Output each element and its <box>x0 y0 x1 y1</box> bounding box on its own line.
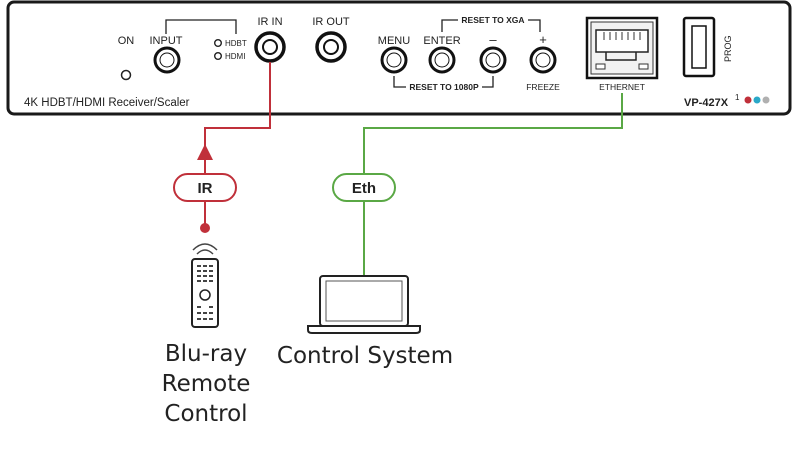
ir-arrow-icon <box>197 144 213 160</box>
reset-xga-label-bg <box>458 13 528 25</box>
remote-caption-line2: Remote <box>162 371 251 397</box>
brand-dot-grey <box>762 96 770 104</box>
plus-button-inner <box>535 52 551 68</box>
menu-button-inner <box>386 52 402 68</box>
hdbt-label: HDBT <box>225 39 247 48</box>
reset-1080p-label-bg <box>406 80 482 92</box>
minus-label: – <box>489 32 497 47</box>
control-system-caption: Control System <box>277 343 453 369</box>
enter-label: ENTER <box>423 35 460 47</box>
hdmi-led <box>213 52 222 61</box>
prog-label: PROG <box>723 35 733 62</box>
ir-label: IR <box>198 180 213 197</box>
ir-out-port-inner <box>323 39 339 55</box>
menu-button[interactable] <box>380 46 408 74</box>
ir-label-pill <box>173 173 237 202</box>
eth-label-pill <box>332 173 396 202</box>
freeze-label: FREEZE <box>526 82 560 92</box>
ethernet-label: ETHERNET <box>599 82 645 92</box>
ir-in-label: IR IN <box>257 16 282 28</box>
enter-button-inner <box>434 52 450 68</box>
reset-xga-label: RESET TO XGA <box>461 15 524 25</box>
remote-control-icon <box>191 243 219 328</box>
input-button[interactable] <box>153 46 181 74</box>
model-superscript: 1 <box>735 93 740 102</box>
laptop-icon <box>307 275 421 334</box>
on-led <box>120 69 132 81</box>
hdbt-led <box>213 39 222 48</box>
model-name: VP-427X <box>684 97 729 109</box>
brand-dot-cyan <box>753 96 761 104</box>
minus-button[interactable] <box>479 46 507 74</box>
plus-button[interactable] <box>529 46 557 74</box>
on-label: ON <box>118 35 135 47</box>
ir-in-port-inner <box>262 39 278 55</box>
reset-1080p-label: RESET TO 1080P <box>409 82 479 92</box>
ir-cable-end <box>200 223 210 233</box>
minus-button-inner <box>485 52 501 68</box>
input-button-inner <box>159 52 175 68</box>
device-description: 4K HDBT/HDMI Receiver/Scaler <box>24 97 190 109</box>
prog-usb-port[interactable] <box>682 16 716 78</box>
brand-dot-red <box>744 96 752 104</box>
plus-label: + <box>539 32 547 47</box>
ir-out-label: IR OUT <box>312 16 350 28</box>
ethernet-cable <box>363 93 623 276</box>
ethernet-port[interactable] <box>585 16 659 80</box>
input-label: INPUT <box>150 35 183 47</box>
enter-button[interactable] <box>428 46 456 74</box>
menu-label: MENU <box>378 35 410 47</box>
remote-caption-line1: Blu-ray <box>165 341 247 367</box>
device-front-panel: ON INPUT HDBT HDMI IR IN IR OUT RESET TO… <box>6 0 792 116</box>
remote-caption-line3: Control <box>164 401 247 427</box>
eth-label: Eth <box>352 180 376 197</box>
input-bracket <box>165 19 237 34</box>
hdmi-label: HDMI <box>225 52 245 61</box>
